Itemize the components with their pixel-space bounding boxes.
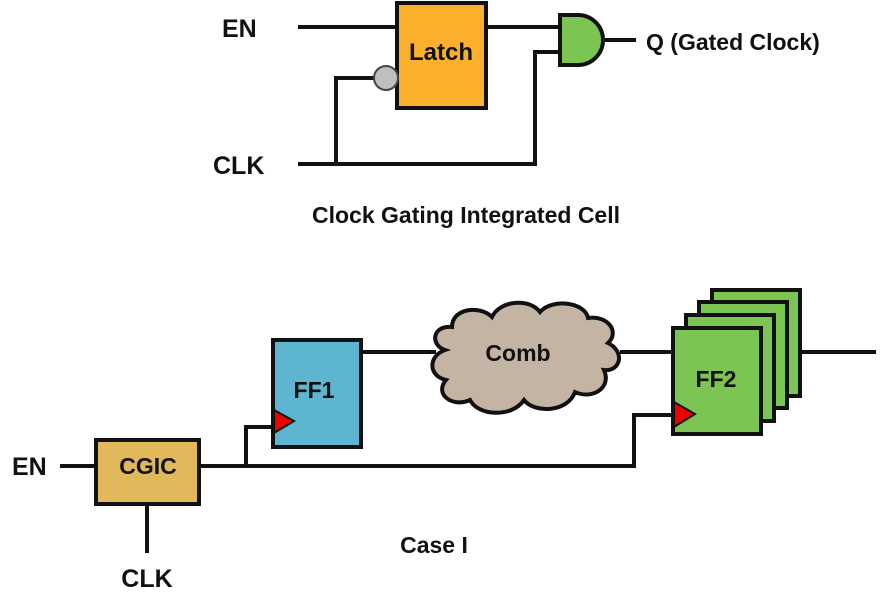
ff1-label: FF1 bbox=[294, 377, 335, 403]
comb-label: Comb bbox=[485, 340, 550, 366]
top-en-label: EN bbox=[222, 15, 257, 43]
cgic-label: CGIC bbox=[119, 453, 177, 479]
ff2-clock-marker bbox=[673, 400, 697, 429]
ff1-clock-marker bbox=[273, 408, 297, 435]
gated-clock-net bbox=[199, 413, 673, 468]
top-clk-label: CLK bbox=[213, 152, 264, 180]
clk-to-latch-wire bbox=[334, 76, 376, 164]
latch-label: Latch bbox=[409, 39, 473, 66]
ff1-clock-branch bbox=[244, 425, 273, 466]
gated-clock-label: Q (Gated Clock) bbox=[646, 29, 820, 55]
bottom-en-label: EN bbox=[12, 453, 47, 481]
bottom-circuit-caption: Case I bbox=[400, 532, 468, 558]
top-clk-wire bbox=[298, 50, 560, 166]
bottom-clk-label: CLK bbox=[121, 565, 172, 593]
inverter-bubble bbox=[373, 65, 399, 91]
top-circuit-title: Clock Gating Integrated Cell bbox=[312, 202, 620, 228]
ff1-block bbox=[271, 338, 363, 449]
comb-cloud bbox=[430, 300, 621, 415]
ff2-label: FF2 bbox=[696, 366, 737, 392]
cgic-block bbox=[94, 438, 201, 506]
latch-block bbox=[395, 1, 488, 110]
and-gate bbox=[558, 13, 605, 67]
